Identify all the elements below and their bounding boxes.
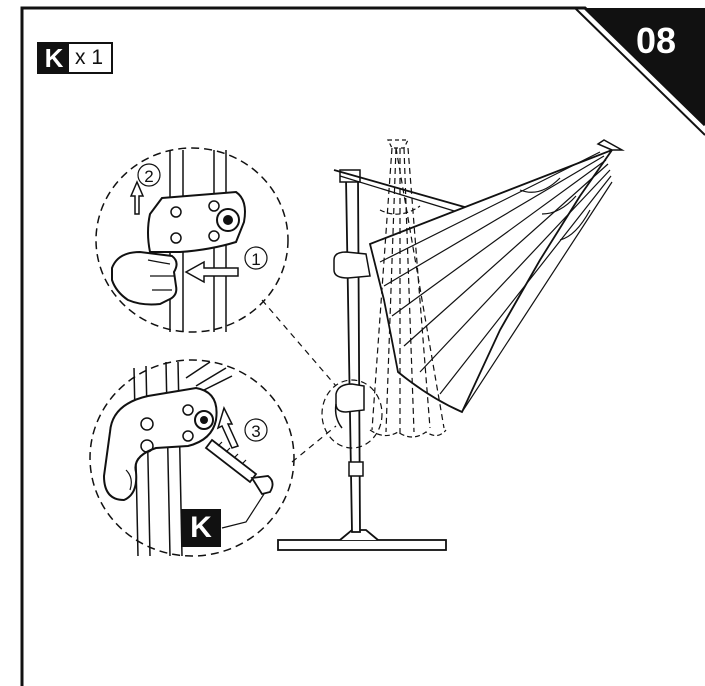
step-corner: [585, 8, 705, 125]
part-quantity-box: K x 1: [37, 42, 114, 74]
callout-1: 1: [251, 250, 260, 269]
part-quantity: x 1: [75, 46, 104, 69]
callout-2: 2: [144, 167, 153, 186]
page-border: [20, 6, 705, 686]
step-number: 08: [636, 20, 677, 61]
callout-3: 3: [251, 422, 260, 441]
part-letter: K: [39, 43, 69, 73]
detail-circle-bottom: [89, 359, 295, 557]
umbrella-illustration: [277, 139, 625, 551]
detail-circle-top: [95, 147, 289, 333]
part-label-k: K: [181, 509, 221, 547]
